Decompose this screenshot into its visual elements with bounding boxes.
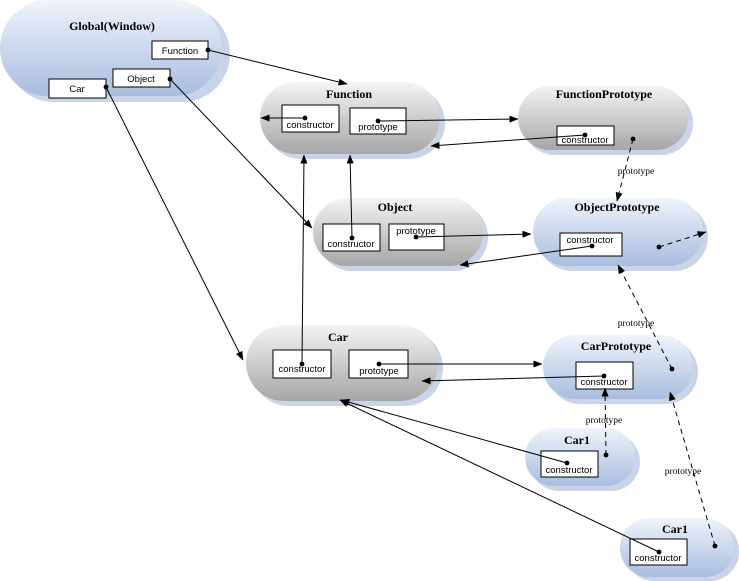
edge-object-prototype-to-object-prototype <box>415 230 532 238</box>
node-object-title: Object <box>378 200 413 214</box>
node-car1-a-title: Car1 <box>564 433 590 447</box>
edge-global-function-to-function <box>207 49 348 86</box>
edge-label-car1-a: prototype <box>586 416 622 426</box>
svg-text:constructor: constructor <box>635 553 682 564</box>
edge-global-object-to-object <box>169 78 313 229</box>
car-prototype-constructor-field: constructor <box>575 361 634 390</box>
node-car-prototype-title: CarPrototype <box>581 339 652 353</box>
edges-dashed <box>601 138 716 547</box>
svg-text:constructor: constructor <box>581 377 628 388</box>
edge-car1-a-proto-to-car-prototype <box>601 387 609 456</box>
node-global-title: Global(Window) <box>69 19 155 33</box>
svg-text:Function: Function <box>162 46 198 57</box>
node-car1-b-title: Car1 <box>662 522 688 536</box>
edge-function-prototype-to-function-prototype <box>377 115 519 123</box>
global-car-field: Car <box>48 78 107 99</box>
edge-label-car-prototype: prototype <box>618 319 654 329</box>
edge-car1-a-constructor-to-car <box>340 398 568 464</box>
node-function-prototype-title: FunctionPrototype <box>556 87 653 101</box>
svg-text:constructor: constructor <box>279 364 326 375</box>
edge-label-function-prototype: prototype <box>618 167 654 177</box>
edge-car1-b-constructor-to-car <box>339 399 660 553</box>
svg-text:constructor: constructor <box>567 235 614 246</box>
svg-text:constructor: constructor <box>287 120 334 131</box>
svg-text:Object: Object <box>127 74 155 85</box>
edge-global-car-to-car <box>105 86 244 361</box>
svg-text:constructor: constructor <box>328 239 375 250</box>
svg-text:prototype: prototype <box>359 366 399 377</box>
svg-text:Car: Car <box>69 84 84 95</box>
edge-function-prototype-constructor-to-function <box>430 134 586 149</box>
node-car: Car <box>246 325 443 406</box>
edge-car-constructor-to-function <box>300 154 308 365</box>
edge-function-prototype-proto-to-object-prototype <box>615 138 634 202</box>
edges-solid <box>105 49 660 553</box>
svg-text:constructor: constructor <box>546 465 593 476</box>
edge-object-constructor-to-function <box>346 154 354 239</box>
global-function-field: Function <box>151 40 209 60</box>
edge-car-prototype-constructor-to-car <box>421 375 605 385</box>
node-car-title: Car <box>328 330 349 344</box>
svg-text:prototype: prototype <box>396 226 436 237</box>
node-function-title: Function <box>326 87 372 101</box>
edge-object-prototype-constructor-to-object <box>459 245 593 268</box>
edge-car-prototype-proto-to-object-prototype <box>617 264 673 370</box>
node-object-prototype-title: ObjectPrototype <box>574 200 660 214</box>
origin-dots <box>103 47 718 555</box>
svg-text:prototype: prototype <box>358 122 398 133</box>
car1-a-constructor-field: constructor <box>540 450 599 478</box>
svg-text:constructor: constructor <box>562 135 609 146</box>
global-object-field: Object <box>112 68 171 88</box>
edge-label-car1-b: prototype <box>665 467 701 477</box>
